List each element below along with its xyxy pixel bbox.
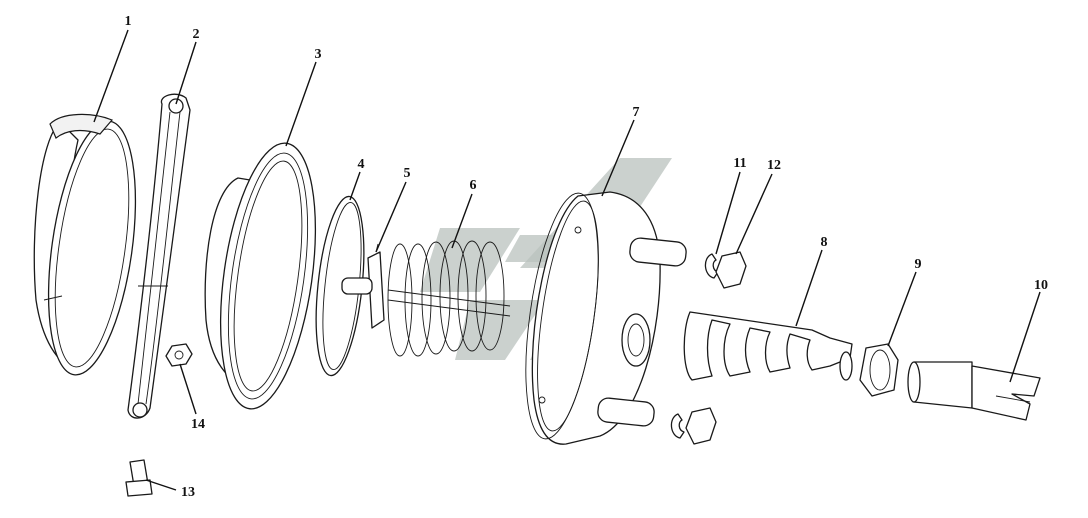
leader-5 <box>375 181 407 253</box>
leader-2 <box>175 41 197 105</box>
part-10-clevis-fork <box>907 361 1041 421</box>
callout-4: 4 <box>358 157 365 172</box>
part-14-small-nut <box>165 343 193 367</box>
leader-7 <box>601 119 635 197</box>
part-8-bellows-boot <box>683 311 853 381</box>
callout-6: 6 <box>470 178 477 193</box>
leader-3 <box>285 61 317 147</box>
part-2-clamp-ring <box>127 93 191 419</box>
callout-11: 11 <box>733 156 746 171</box>
callout-1: 1 <box>125 14 132 29</box>
callout-13: 13 <box>181 485 195 500</box>
leader-8 <box>795 249 823 327</box>
leader-4 <box>349 171 361 201</box>
leader-6 <box>451 193 473 249</box>
callout-12: 12 <box>767 158 781 173</box>
leader-12 <box>735 173 773 255</box>
callout-10: 10 <box>1034 278 1048 293</box>
callout-2: 2 <box>193 27 200 42</box>
leader-14 <box>179 363 197 415</box>
callout-7: 7 <box>633 105 640 120</box>
callout-9: 9 <box>915 257 922 272</box>
callout-3: 3 <box>315 47 322 62</box>
leader-10 <box>1009 291 1041 383</box>
part-13-bolt <box>125 459 153 497</box>
part-7-chamber-body <box>525 191 687 445</box>
leader-lines <box>93 29 1041 491</box>
callout-labels: 1 2 3 4 5 6 7 8 9 10 11 12 13 14 <box>125 14 1049 500</box>
part-5-push-rod-plate <box>341 243 385 329</box>
part-12-nut <box>685 251 747 445</box>
part-3-pressure-housing <box>204 142 317 410</box>
part-11-lock-washer <box>670 253 719 439</box>
leader-11 <box>715 171 741 255</box>
part-1-front-housing <box>33 113 137 376</box>
leader-13 <box>145 479 177 491</box>
leader-1 <box>93 29 129 123</box>
callout-14: 14 <box>191 417 205 432</box>
callout-5: 5 <box>404 166 411 181</box>
part-9-lock-nut <box>859 343 899 397</box>
callout-8: 8 <box>821 235 828 250</box>
leader-9 <box>887 271 917 347</box>
